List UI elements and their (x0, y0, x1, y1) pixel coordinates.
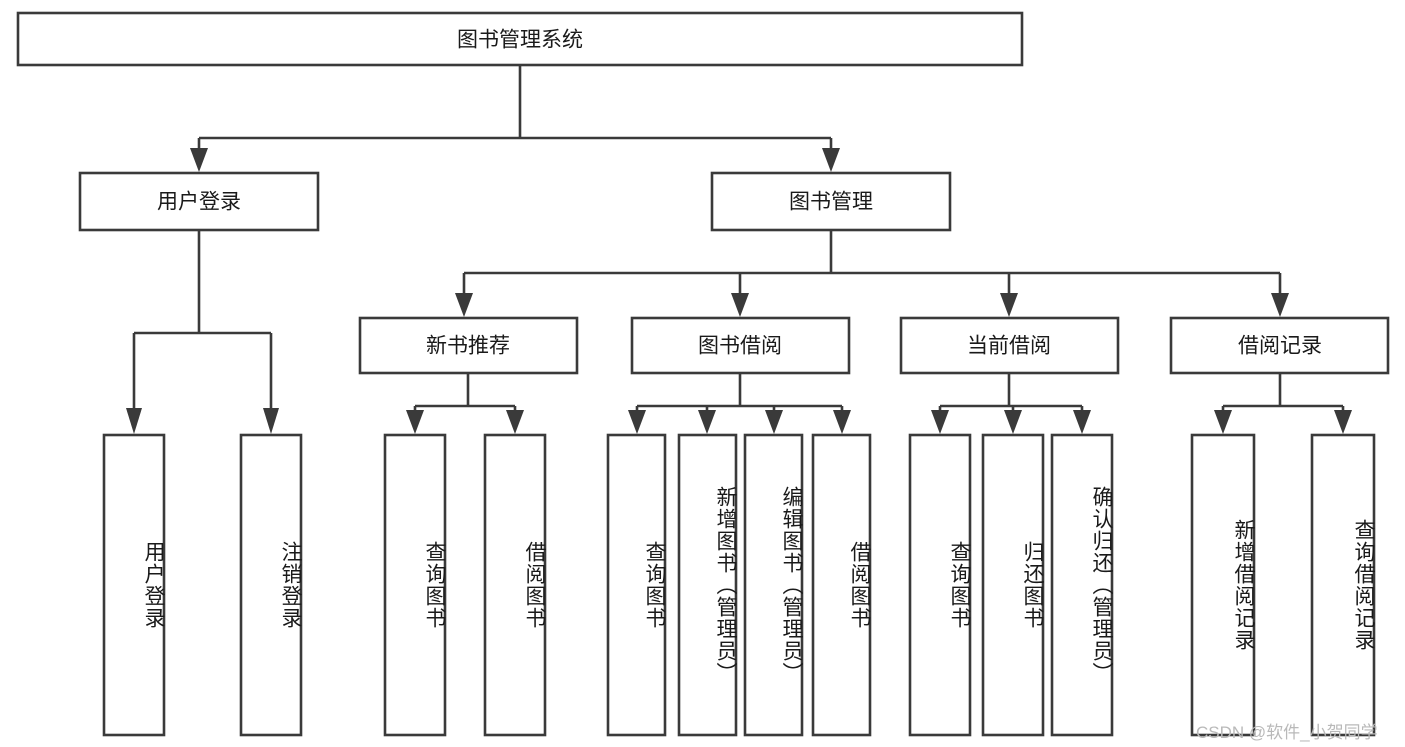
arrow-head-leaf-borrow-book-1 (506, 410, 524, 434)
node-box-leaf-query-book-1[interactable] (383, 433, 447, 737)
node-box-new-book-recommend[interactable] (358, 316, 579, 375)
arrow-head-leaf-query-book-2 (628, 410, 646, 434)
node-label-user-login: 用户登录 (157, 191, 241, 214)
node-label-new-book-recommend: 新书推荐 (426, 335, 510, 358)
node-boxes: 图书管理系统 用户登录 图书管理 新书推荐 图书借阅 当前借阅 借阅记录 (16, 11, 1390, 737)
node-box-leaf-confirm-return-admin[interactable] (1050, 433, 1114, 737)
node-box-leaf-add-book-admin[interactable] (677, 433, 738, 737)
node-box-current-borrow[interactable] (899, 316, 1120, 375)
arrow-head-leaf-return-book (1004, 410, 1022, 434)
arrow-head-leaf-query-book-3 (931, 410, 949, 434)
arrow-head-user-login (190, 148, 208, 172)
node-box-leaf-query-book-3[interactable] (908, 433, 972, 737)
node-label-root: 图书管理系统 (457, 29, 583, 52)
node-box-leaf-user-login[interactable] (102, 433, 166, 737)
node-box-user-login[interactable] (78, 171, 320, 232)
node-box-leaf-query-borrow-record[interactable] (1310, 433, 1376, 737)
arrow-head-new-book-recommend (455, 293, 473, 317)
node-label-book-management: 图书管理 (789, 191, 873, 214)
node-label-borrow-record: 借阅记录 (1238, 335, 1322, 358)
arrow-head-leaf-borrow-book-2 (833, 410, 851, 434)
node-label-current-borrow: 当前借阅 (967, 335, 1051, 358)
node-box-root[interactable] (16, 11, 1024, 67)
arrow-head-current-borrow (1000, 293, 1018, 317)
arrow-head-leaf-confirm-return-admin (1073, 410, 1091, 434)
csdn-watermark: CSDN @软件_小贺同学 (1196, 723, 1378, 742)
node-box-borrow-record[interactable] (1169, 316, 1390, 375)
node-label-book-borrow: 图书借阅 (698, 335, 782, 358)
arrow-head-leaf-add-borrow-record (1214, 410, 1232, 434)
arrow-head-leaf-query-book-1 (406, 410, 424, 434)
node-box-leaf-borrow-book-1[interactable] (483, 433, 547, 737)
arrow-head-borrow-record (1271, 293, 1289, 317)
node-box-book-borrow[interactable] (630, 316, 851, 375)
node-box-leaf-borrow-book-2[interactable] (811, 433, 872, 737)
node-box-book-management[interactable] (710, 171, 952, 232)
node-box-leaf-return-book[interactable] (981, 433, 1045, 737)
arrow-head-book-management (822, 148, 840, 172)
arrow-head-leaf-add-book-admin (698, 410, 716, 434)
arrow-head-leaf-logout (263, 408, 279, 434)
connectors (126, 65, 1352, 434)
node-box-leaf-edit-book-admin[interactable] (743, 433, 804, 737)
node-box-leaf-query-book-2[interactable] (606, 433, 667, 737)
node-box-leaf-logout[interactable] (239, 433, 303, 737)
arrow-head-leaf-query-borrow-record (1334, 410, 1352, 434)
arrow-head-leaf-edit-book-admin (765, 410, 783, 434)
arrow-head-book-borrow (731, 293, 749, 317)
arrow-head-leaf-user-login (126, 408, 142, 434)
node-box-leaf-add-borrow-record[interactable] (1190, 433, 1256, 737)
